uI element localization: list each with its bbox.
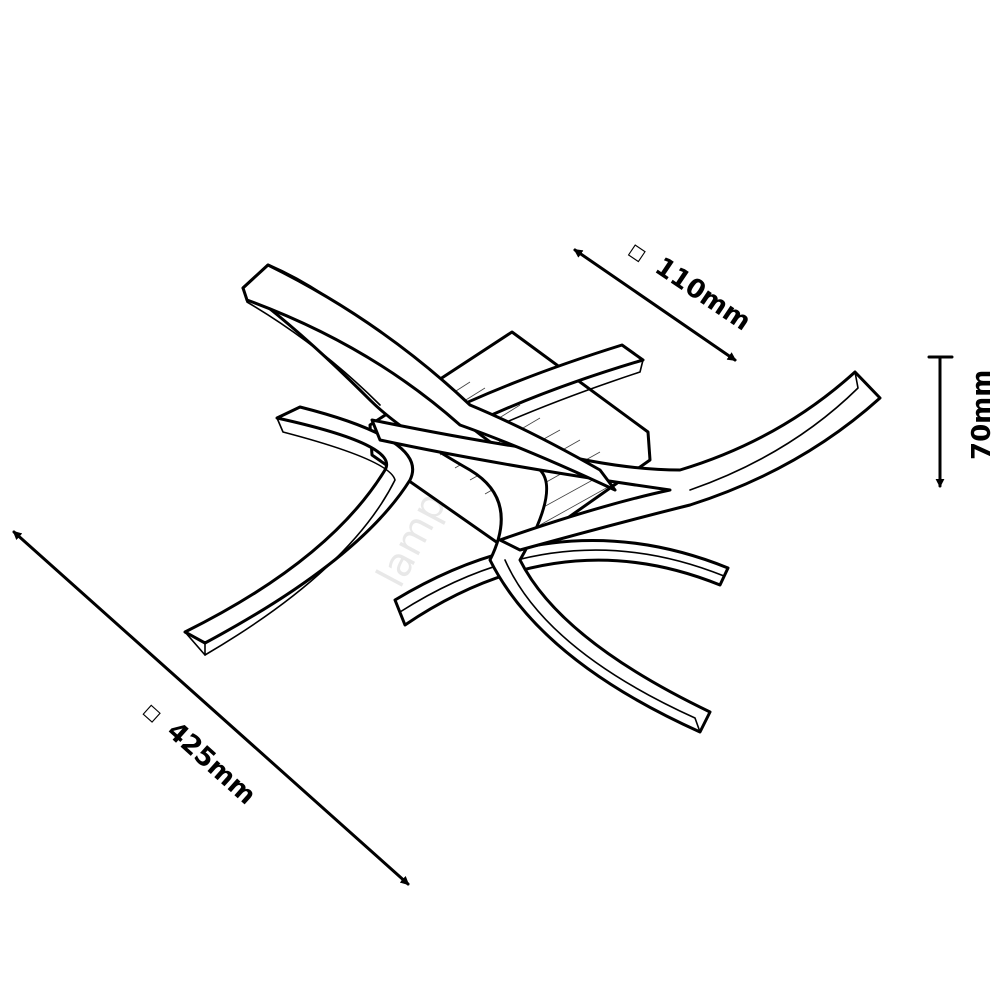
width-label: 425mm [161,716,262,811]
depth-label-group: ◻ 110mm [623,234,756,337]
dimension-height: 70mm [927,355,997,488]
height-label: 70mm [967,370,997,460]
width-label-group: ◻ 425mm [137,695,261,811]
width-arrow [12,530,410,886]
lamp-bar-lower-right [393,539,730,627]
square-outline-icon: ◻ [624,237,651,266]
depth-label: 110mm [649,252,756,338]
dimension-depth: ◻ 110mm [573,234,756,362]
square-outline-icon: ◻ [139,698,167,727]
dimension-width: ◻ 425mm [12,530,410,886]
lamp-bar-front [241,263,617,492]
depth-arrow [573,248,737,362]
lamp-bar-left [183,405,415,656]
